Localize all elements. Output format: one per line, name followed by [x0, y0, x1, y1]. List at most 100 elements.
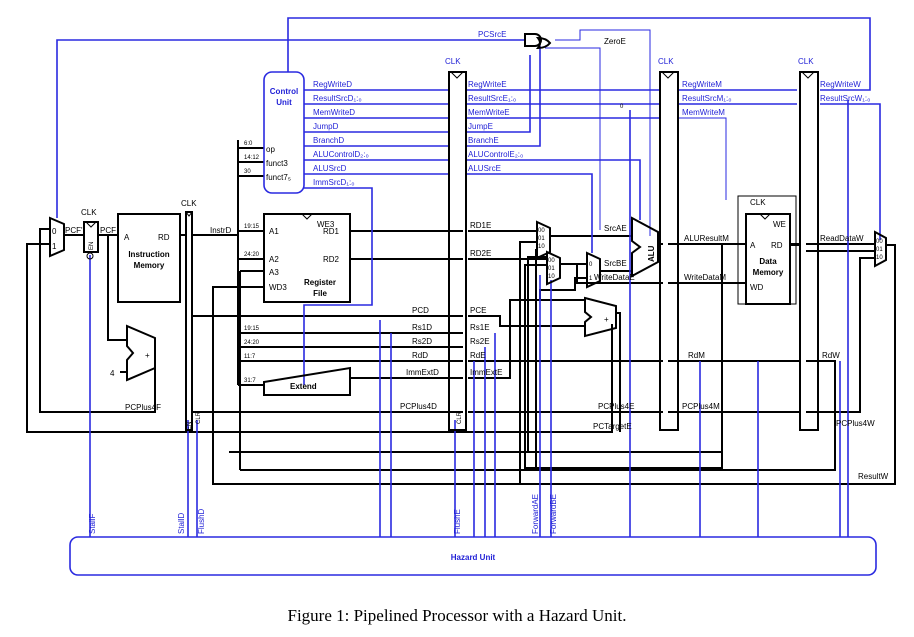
svg-text:01: 01: [538, 236, 545, 242]
clock-labels: CLK CLK CLK CLK CLK CLK: [81, 57, 814, 217]
svg-text:A1: A1: [269, 227, 279, 236]
svg-text:StallF: StallF: [88, 513, 97, 534]
svg-text:BranchD: BranchD: [313, 136, 344, 145]
control-signal-labels-w: RegWriteW ResultSrcW₁:₀: [820, 80, 870, 103]
svg-text:MemWriteE: MemWriteE: [468, 108, 510, 117]
svg-text:Unit: Unit: [276, 98, 292, 107]
svg-text:Rs2E: Rs2E: [470, 337, 490, 346]
svg-text:WE: WE: [773, 220, 786, 229]
svg-text:RegWriteD: RegWriteD: [313, 80, 352, 89]
svg-text:PCPlus4M: PCPlus4M: [682, 402, 720, 411]
clk-label: CLK: [798, 57, 814, 66]
svg-text:31:7: 31:7: [244, 378, 256, 384]
decode-execute-register: [448, 71, 467, 431]
svg-text:FlushD: FlushD: [197, 508, 206, 534]
svg-text:01: 01: [548, 266, 555, 272]
svg-text:RdD: RdD: [412, 351, 428, 360]
svg-text:PCPlus4W: PCPlus4W: [836, 419, 875, 428]
svg-text:+: +: [604, 315, 609, 324]
svg-text:ZeroE: ZeroE: [604, 37, 626, 46]
svg-text:Data: Data: [759, 257, 777, 266]
decode-wire-labels: PCD Rs1D Rs2D RdD ImmExtD PCPlus4D: [400, 306, 439, 411]
svg-text:Hazard Unit: Hazard Unit: [451, 553, 496, 562]
svg-text:RD: RD: [771, 241, 783, 250]
svg-text:BranchE: BranchE: [468, 136, 499, 145]
alusrc-mux: 0 1: [586, 251, 601, 289]
svg-text:ResultSrcE₁:₀: ResultSrcE₁:₀: [468, 94, 516, 103]
control-unit: Control Unit op funct3 funct7₅: [263, 71, 305, 194]
clear-label: CLR: [196, 411, 202, 424]
control-signal-labels-m: RegWriteM ResultSrcM₁:₀ MemWriteM: [682, 80, 732, 117]
memory-wire-labels: ALUResultM WriteDataM RdM PCPlus4M: [682, 234, 729, 411]
svg-text:RegWriteW: RegWriteW: [820, 80, 861, 89]
svg-text:10: 10: [548, 274, 555, 280]
svg-text:ForwardAE: ForwardAE: [531, 494, 540, 534]
clk-label: CLK: [658, 57, 674, 66]
memory-writeback-register: [799, 71, 819, 431]
data-memory: WE A RD WD Data Memory: [737, 195, 797, 305]
pipeline-registers: [83, 71, 819, 431]
svg-text:ALUControlD₂:₀: ALUControlD₂:₀: [313, 150, 369, 159]
svg-text:A: A: [750, 241, 756, 250]
forward-b-mux: 00 01 10: [546, 250, 561, 286]
svg-text:Register: Register: [304, 278, 336, 287]
svg-text:FlushE: FlushE: [453, 509, 462, 534]
svg-text:ResultSrcW₁:₀: ResultSrcW₁:₀: [820, 94, 870, 103]
svg-text:RD2E: RD2E: [470, 249, 491, 258]
svg-text:RegWriteM: RegWriteM: [682, 80, 722, 89]
svg-text:14:12: 14:12: [244, 155, 260, 161]
svg-text:Memory: Memory: [134, 261, 165, 270]
svg-text:0: 0: [620, 104, 624, 110]
svg-text:ReadDataW: ReadDataW: [820, 234, 864, 243]
svg-text:RD2: RD2: [323, 255, 340, 264]
svg-text:op: op: [266, 145, 275, 154]
hazard-signal-labels: StallF StallD FlushD FlushE ForwardAE Fo…: [88, 494, 558, 534]
svg-text:File: File: [313, 289, 327, 298]
svg-text:ALUSrcE: ALUSrcE: [468, 164, 501, 173]
clk-label: CLK: [445, 57, 461, 66]
control-signal-labels-d: RegWriteD ResultSrcD₁:₀ MemWriteD JumpD …: [313, 80, 369, 187]
svg-text:24:20: 24:20: [244, 340, 260, 346]
branch-target-adder: +: [584, 296, 617, 338]
svg-text:ALU: ALU: [647, 245, 656, 262]
svg-text:StallD: StallD: [177, 512, 186, 534]
pcsrc-logic: PCSrcE ZeroE: [478, 30, 626, 50]
result-mux: 00 01 10: [874, 230, 887, 268]
svg-text:A3: A3: [269, 268, 279, 277]
alu: ALU: [631, 216, 659, 278]
svg-text:SrcBE: SrcBE: [604, 259, 627, 268]
svg-text:JumpE: JumpE: [468, 122, 493, 131]
hazard-unit: Hazard Unit: [69, 536, 877, 576]
enable-bubble: [86, 252, 94, 260]
pcf-label: PCF: [100, 226, 116, 235]
clear-label: CLR: [457, 411, 463, 424]
pcplus4f-label: PCPlus4F: [125, 403, 161, 412]
svg-text:11:7: 11:7: [244, 354, 256, 360]
svg-text:WD3: WD3: [269, 283, 287, 292]
svg-text:WD: WD: [750, 283, 764, 292]
svg-text:funct3: funct3: [266, 159, 288, 168]
clk-label: CLK: [181, 199, 197, 208]
svg-text:10: 10: [538, 244, 545, 250]
svg-text:10: 10: [876, 255, 883, 261]
svg-text:ALUControlE₂:₀: ALUControlE₂:₀: [468, 150, 523, 159]
pipelined-processor-diagram: CLK CLK CLK CLK CLK CLK EN EN CLR CLR 0 …: [26, 17, 896, 576]
control-wires: [56, 17, 881, 537]
svg-text:0: 0: [589, 262, 593, 268]
svg-text:PCPlus4E: PCPlus4E: [598, 402, 634, 411]
pcf-prime-label: PCF': [65, 226, 83, 235]
execute-memory-register: [659, 71, 679, 431]
svg-text:WriteDataM: WriteDataM: [684, 273, 726, 282]
svg-text:6:0: 6:0: [244, 141, 253, 147]
svg-text:24:20: 24:20: [244, 252, 260, 258]
clk-label: CLK: [81, 208, 97, 217]
svg-text:ImmSrcD₁:₀: ImmSrcD₁:₀: [313, 178, 355, 187]
svg-text:ImmExtE: ImmExtE: [470, 368, 502, 377]
svg-text:WE3: WE3: [317, 220, 335, 229]
svg-text:RD1: RD1: [323, 227, 340, 236]
control-signal-labels-e: RegWriteE ResultSrcE₁:₀ MemWriteE JumpE …: [468, 80, 523, 173]
enable-label: EN: [89, 242, 95, 250]
svg-text:01: 01: [876, 247, 883, 253]
execute-wire-labels: RD1E RD2E PCE Rs1E Rs2E RdE ImmExtE PCPl…: [470, 104, 635, 431]
svg-text:PCE: PCE: [470, 306, 486, 315]
